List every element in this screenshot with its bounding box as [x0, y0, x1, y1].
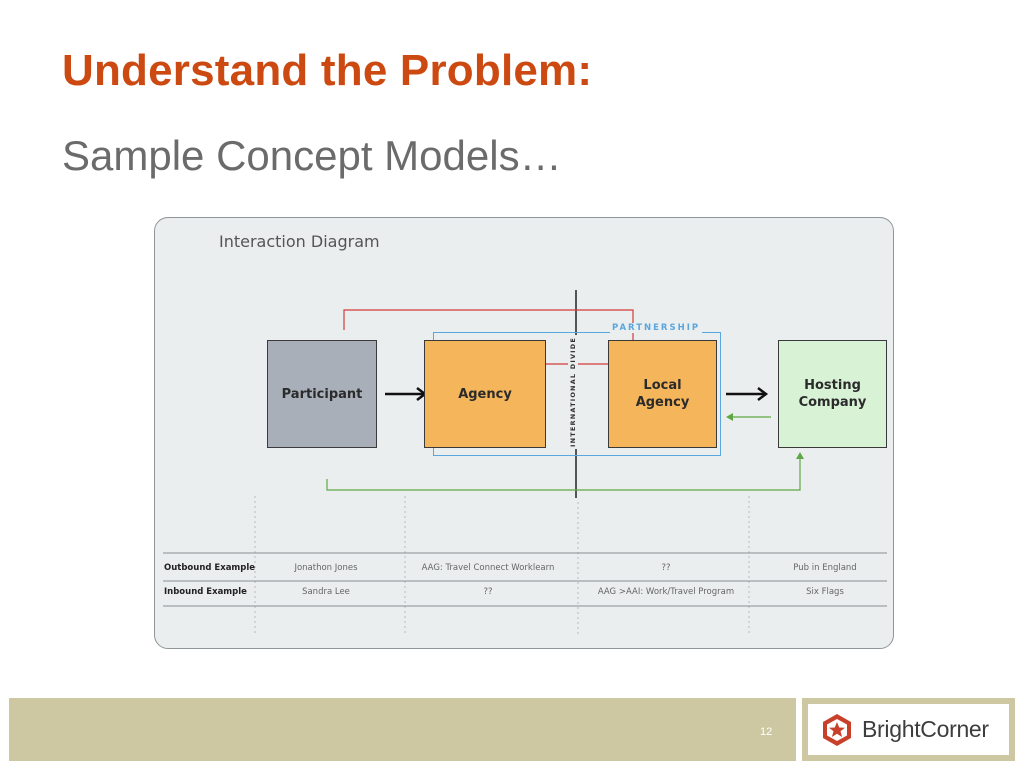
red-flow-line [343, 309, 634, 358]
brand-logo-frame: BrightCorner [802, 698, 1015, 761]
inbound-example-label: Inbound Example [164, 587, 247, 597]
table-cell: Sandra Lee [302, 587, 350, 597]
table-cell: Six Flags [806, 587, 844, 597]
participant-node: Participant [267, 340, 377, 448]
agency-node: Agency [424, 340, 546, 448]
participant-label: Participant [281, 386, 363, 402]
agency-label: Agency [458, 386, 512, 402]
hosting-company-node: Hosting Company [778, 340, 887, 448]
interaction-diagram-panel: Interaction Diagram PARTNERSHIP Particip… [154, 217, 894, 649]
brand-logo-text: BrightCorner [862, 716, 989, 742]
diagram-title: Interaction Diagram [219, 232, 380, 251]
hosting-company-label: Hosting Company [798, 378, 867, 410]
partnership-label: PARTNERSHIP [610, 323, 703, 333]
table-cell: ?? [483, 587, 493, 597]
slide-subtitle: Sample Concept Models… [62, 132, 562, 179]
footer-bar [9, 698, 796, 761]
page-number: 12 [760, 726, 773, 738]
local-agency-node: Local Agency [608, 340, 717, 448]
local-agency-label: Local Agency [635, 378, 690, 410]
table-cell: AAG: Travel Connect Worklearn [421, 563, 555, 573]
slide-title: Understand the Problem: [62, 46, 593, 95]
outbound-example-label: Outbound Example [164, 563, 256, 573]
bright-corner-star-icon [823, 713, 851, 746]
international-divide-label: INTERNATIONAL DIVIDE [568, 334, 578, 450]
table-cell: AAG >AAI: Work/Travel Program [597, 587, 735, 597]
green-flow-line [326, 456, 801, 491]
table-cell: Pub in England [793, 563, 857, 573]
brand-logo: BrightCorner [808, 704, 1009, 755]
table-cell: ?? [661, 563, 671, 573]
table-cell: Jonathon Jones [294, 563, 358, 573]
